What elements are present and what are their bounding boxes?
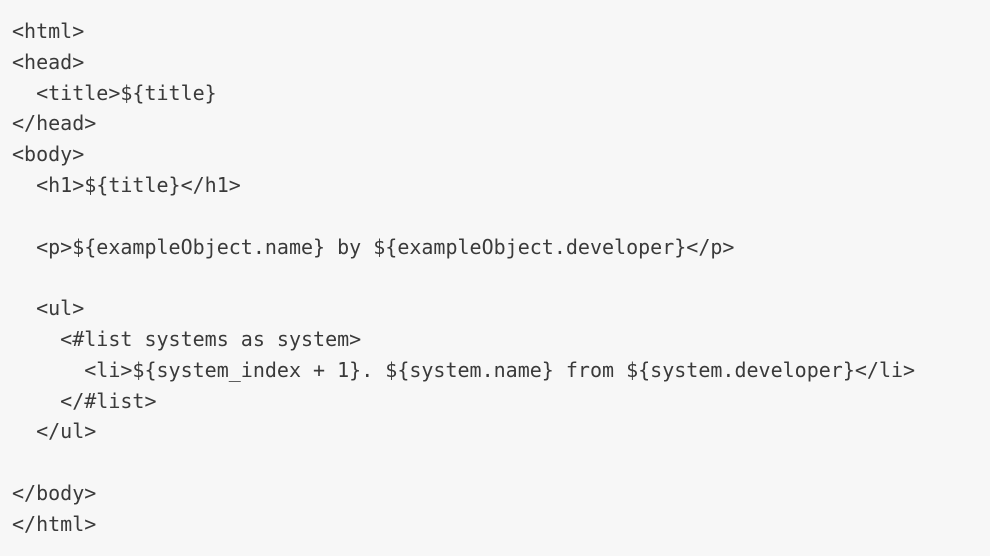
code-line: <head> <box>12 49 85 74</box>
code-line <box>12 447 990 478</box>
code-line: <ul> <box>12 296 85 321</box>
code-line: </#list> <box>12 388 157 413</box>
code-line: </ul> <box>12 419 97 444</box>
code-line: <li>${system_index + 1}. ${system.name} … <box>12 357 916 382</box>
code-line: </head> <box>12 111 97 136</box>
code-line: <body> <box>12 142 85 167</box>
code-line: <html> <box>12 19 85 43</box>
code-line: <p>${exampleObject.name} by ${exampleObj… <box>12 234 735 259</box>
code-line: <h1>${title}</h1> <box>12 172 241 197</box>
code-line: <#list systems as system> <box>12 326 362 351</box>
code-line <box>12 201 990 232</box>
code-line <box>12 262 990 293</box>
code-line: </body> <box>12 480 97 505</box>
code-line: <title>${title} <box>12 80 217 105</box>
code-line: </html> <box>12 511 97 536</box>
